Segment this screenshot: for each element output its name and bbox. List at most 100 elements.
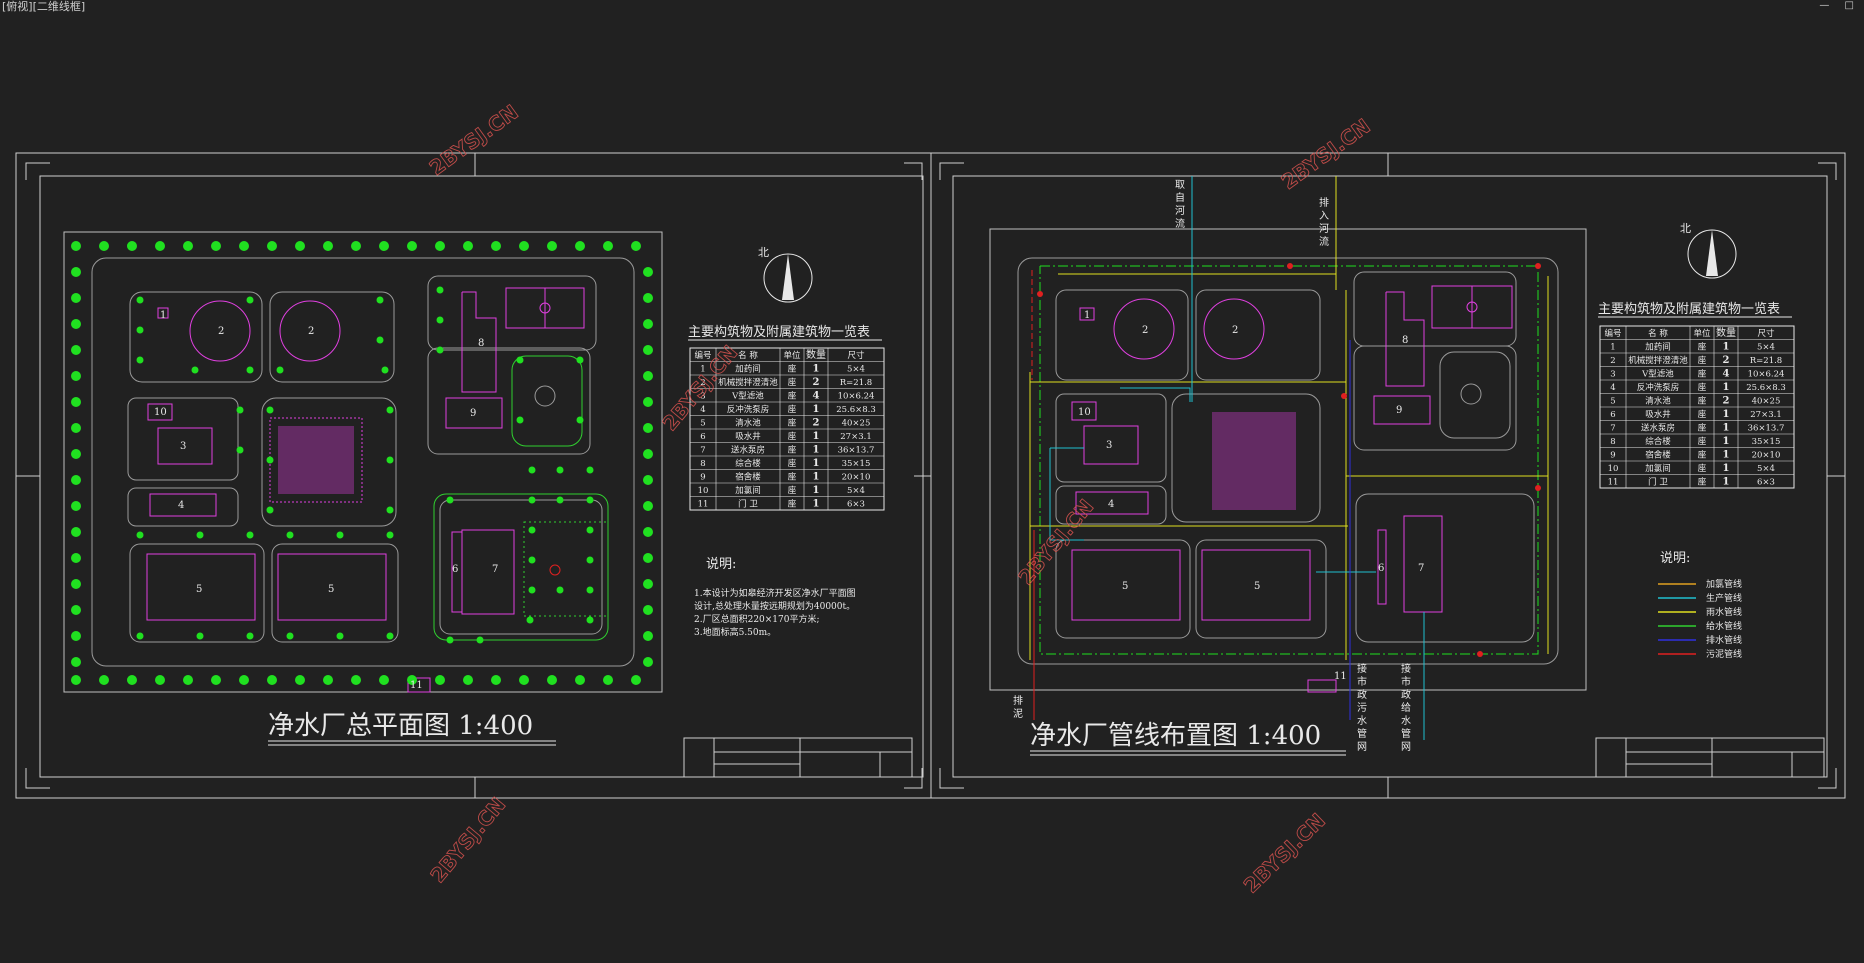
shrub-icon bbox=[196, 632, 204, 640]
shrub-icon bbox=[586, 466, 594, 474]
label-6: 6 bbox=[452, 564, 458, 575]
tree-icon bbox=[155, 241, 165, 251]
table-cell: 宿舍楼 bbox=[1645, 450, 1671, 461]
shrub-icon bbox=[556, 496, 564, 504]
table-cell: 36×13.7 bbox=[838, 446, 875, 456]
table-cell: 综合楼 bbox=[1645, 436, 1671, 447]
tree-icon bbox=[71, 657, 81, 667]
tree-icon bbox=[603, 675, 613, 685]
tree-icon bbox=[71, 423, 81, 433]
left-table-title: 主要构筑物及附属建筑物一览表 bbox=[688, 324, 870, 340]
label-2b: 2 bbox=[308, 326, 314, 337]
left-title: 净水厂总平面图 1:400 bbox=[268, 711, 533, 741]
r-label-7: 7 bbox=[1418, 563, 1424, 574]
table-cell: 加氯间 bbox=[1645, 463, 1671, 474]
tree-icon bbox=[71, 553, 81, 563]
tree-icon bbox=[631, 675, 641, 685]
tree-icon bbox=[323, 241, 333, 251]
tree-icon bbox=[239, 675, 249, 685]
tree-icon bbox=[519, 241, 529, 251]
label-9: 9 bbox=[470, 408, 476, 419]
table-cell: 加氯间 bbox=[735, 485, 761, 496]
tree-icon bbox=[463, 675, 473, 685]
tree-icon bbox=[183, 241, 193, 251]
shrub-icon bbox=[586, 616, 594, 624]
tree-icon bbox=[211, 675, 221, 685]
to-supply-network-label: 接 bbox=[1401, 662, 1411, 675]
table-cell: 座 bbox=[1698, 477, 1707, 488]
in-from-river-label: 流 bbox=[1175, 217, 1185, 230]
table-cell: 清水池 bbox=[735, 418, 761, 429]
window-controls[interactable]: — □ bbox=[1819, 0, 1860, 11]
table-cell: 座 bbox=[1698, 409, 1707, 420]
window-title: [俯视][二维线框] bbox=[2, 0, 86, 13]
table-header-cell: 数量 bbox=[806, 348, 826, 361]
tree-icon bbox=[267, 675, 277, 685]
table-cell: 4 bbox=[1723, 369, 1730, 380]
shrub-icon bbox=[528, 556, 536, 564]
to-sewage-network-label: 管 bbox=[1357, 727, 1367, 740]
table-cell: 综合楼 bbox=[735, 458, 761, 469]
out-to-river-label: 入 bbox=[1319, 211, 1329, 222]
r-label-5a: 5 bbox=[1122, 581, 1128, 592]
table-cell: 座 bbox=[788, 431, 797, 442]
tree-icon bbox=[547, 241, 557, 251]
mud-discharge-label: 泥 bbox=[1013, 707, 1023, 720]
shrub-icon bbox=[136, 356, 144, 364]
shrub-icon bbox=[446, 496, 454, 504]
table-cell: 5 bbox=[1610, 397, 1615, 407]
tree-icon bbox=[127, 241, 137, 251]
tree-icon bbox=[643, 501, 653, 511]
table-cell: 10×6.24 bbox=[838, 392, 875, 402]
r-label-2a: 2 bbox=[1142, 325, 1148, 336]
table-cell: 2 bbox=[813, 377, 820, 388]
tree-icon bbox=[643, 267, 653, 277]
left-note-3: 2.厂区总面积220×170平方米; bbox=[694, 613, 820, 625]
tree-icon bbox=[71, 675, 81, 685]
table-cell: 反冲洗泵房 bbox=[727, 404, 770, 415]
table-cell: 2 bbox=[813, 418, 820, 429]
shrub-icon bbox=[246, 366, 254, 374]
out-to-river-label: 排 bbox=[1319, 196, 1329, 209]
to-supply-network-label: 政 bbox=[1401, 688, 1411, 701]
shrub-icon bbox=[336, 531, 344, 539]
left-north-label: 北 bbox=[758, 246, 769, 259]
table-cell: 1 bbox=[1723, 382, 1730, 393]
table-cell: 4 bbox=[1610, 383, 1615, 393]
label-10: 10 bbox=[154, 407, 167, 418]
table-cell: 清水池 bbox=[1645, 396, 1671, 407]
tree-icon bbox=[71, 267, 81, 277]
table-cell: 座 bbox=[1698, 450, 1707, 461]
table-cell: 座 bbox=[1698, 396, 1707, 407]
table-cell: 机械搅拌澄清池 bbox=[1628, 355, 1688, 366]
shrub-icon bbox=[136, 326, 144, 334]
to-supply-network-label: 网 bbox=[1401, 741, 1411, 753]
to-supply-network-label: 管 bbox=[1401, 727, 1411, 740]
shrub-icon bbox=[266, 506, 274, 514]
window-titlebar: [俯视][二维线框] — □ bbox=[0, 0, 1864, 13]
watermark-5: 2BYSJ.CN bbox=[425, 793, 510, 888]
out-to-river-label: 河 bbox=[1319, 223, 1329, 235]
table-cell: 11 bbox=[1608, 478, 1619, 488]
table-cell: 10 bbox=[698, 486, 709, 496]
label-1: 1 bbox=[160, 310, 166, 321]
label-3: 3 bbox=[180, 441, 186, 452]
tree-icon bbox=[295, 241, 305, 251]
right-sheet bbox=[930, 152, 1846, 799]
tree-icon bbox=[323, 675, 333, 685]
table-cell: 座 bbox=[788, 472, 797, 483]
table-cell: 7 bbox=[700, 446, 705, 456]
table-cell: 4 bbox=[700, 405, 705, 415]
label-5a: 5 bbox=[196, 584, 202, 595]
shrub-icon bbox=[386, 506, 394, 514]
tree-icon bbox=[211, 241, 221, 251]
table-cell: 6×3 bbox=[1757, 478, 1775, 488]
table-cell: 加药间 bbox=[735, 364, 761, 375]
right-title: 净水厂管线布置图 1:400 bbox=[1030, 721, 1321, 751]
shrub-icon bbox=[516, 356, 524, 364]
watermark-2: 2BYSJ.CN bbox=[1277, 114, 1375, 194]
table-header-cell: 数量 bbox=[1716, 326, 1736, 339]
